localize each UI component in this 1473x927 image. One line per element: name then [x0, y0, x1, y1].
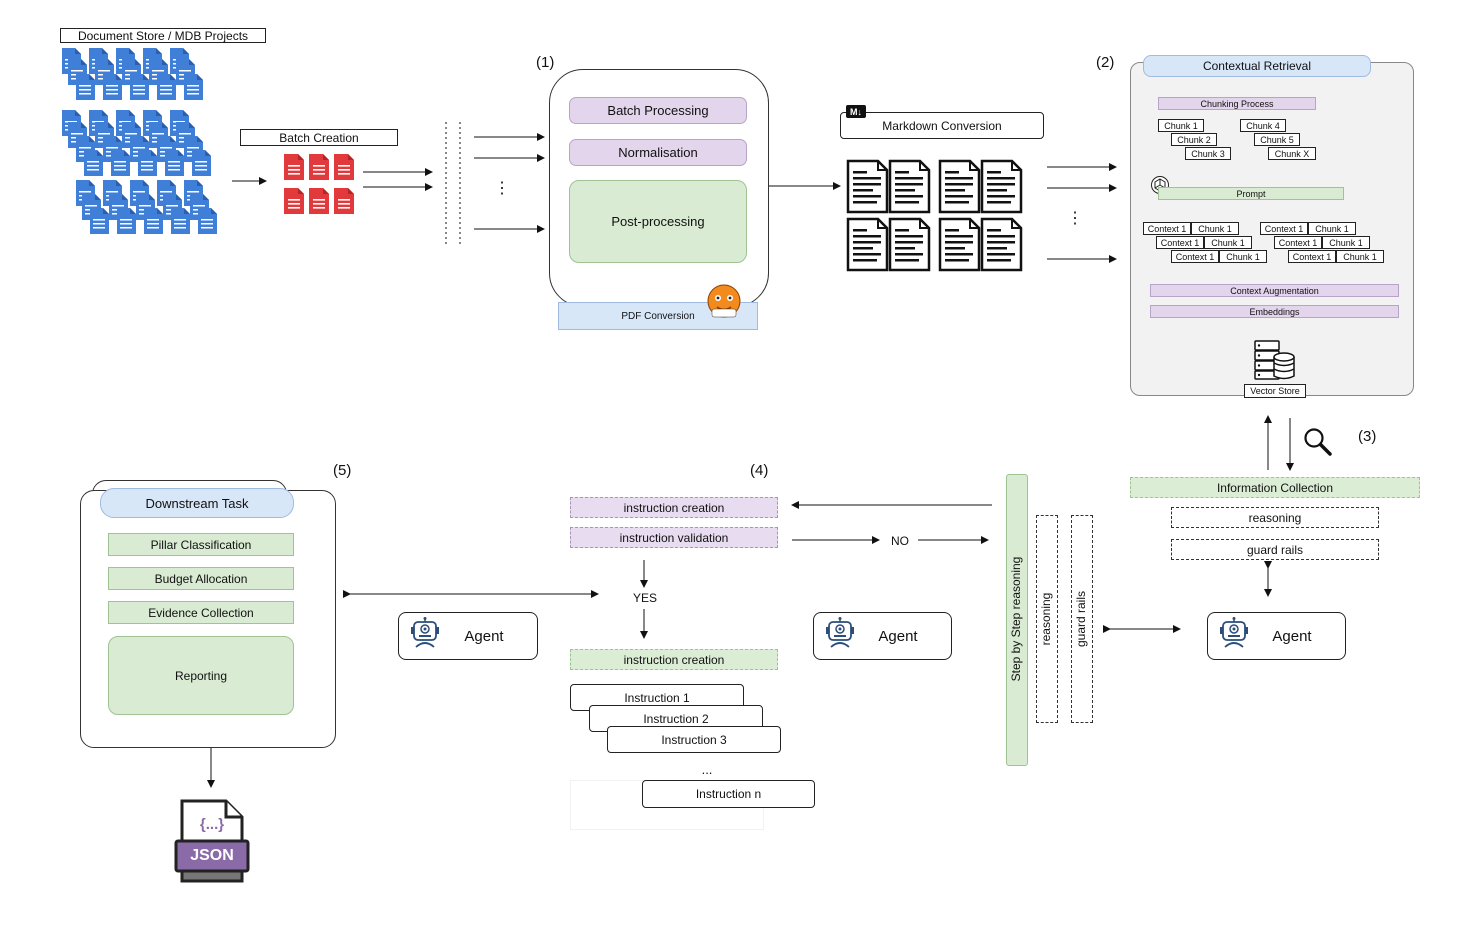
instruction-ellipsis: ...	[701, 761, 713, 777]
instruction-creation-2-box: instruction creation	[570, 649, 778, 670]
step2-number: (2)	[1096, 54, 1115, 71]
instruction-creation-box: instruction creation	[570, 497, 778, 518]
step1-number: (1)	[536, 54, 555, 71]
context-box: Context 1	[1260, 222, 1308, 235]
step-by-step-reasoning-label: Step by Step reasoning	[1009, 556, 1023, 682]
prompt-box: Prompt	[1158, 187, 1344, 200]
chunk-box: Chunk 1	[1158, 119, 1204, 132]
reasoning-vertical-box	[1036, 515, 1058, 723]
json-file-icon: {...} JSON	[174, 797, 250, 887]
instruction-card-n: Instruction n	[642, 780, 815, 808]
context-chunk-box: Chunk 1	[1191, 222, 1239, 235]
chunk-box: Chunk 4	[1240, 119, 1286, 132]
context-chunk-box: Chunk 1	[1204, 236, 1252, 249]
contextual-retrieval-title: Contextual Retrieval	[1143, 55, 1371, 77]
budget-allocation-box: Budget Allocation	[108, 567, 294, 590]
context-box: Context 1	[1274, 236, 1322, 249]
agent-label: Agent	[1272, 627, 1312, 645]
chunking-process-box: Chunking Process	[1158, 97, 1316, 110]
agent-label: Agent	[878, 627, 918, 645]
guard-rails-vertical-box	[1071, 515, 1093, 723]
context-box: Context 1	[1143, 222, 1191, 235]
no-label: NO	[891, 534, 909, 548]
step3-number: (3)	[1358, 428, 1377, 445]
document-store-title: Document Store / MDB Projects	[60, 28, 266, 43]
json-label: JSON	[190, 847, 234, 864]
context-box: Context 1	[1288, 250, 1336, 263]
information-collection-box: Information Collection	[1130, 477, 1420, 498]
context-chunk-box: Chunk 1	[1336, 250, 1384, 263]
markdown-conversion-title: Markdown Conversion	[840, 112, 1044, 139]
context-chunk-box: Chunk 1	[1308, 222, 1356, 235]
vector-store-icon	[1254, 340, 1295, 380]
context-augmentation-box: Context Augmentation	[1150, 284, 1399, 297]
vector-store-label: Vector Store	[1244, 384, 1306, 398]
chunk-box: Chunk X	[1268, 147, 1316, 160]
markdown-badge-icon: M↓	[846, 105, 866, 118]
robot-icon	[410, 617, 440, 648]
yes-label: YES	[632, 591, 657, 605]
step-by-step-reasoning-box	[1006, 474, 1028, 766]
chunk-box: Chunk 3	[1185, 147, 1231, 160]
downstream-task-title: Downstream Task	[100, 488, 294, 518]
context-box: Context 1	[1156, 236, 1204, 249]
instruction-card: Instruction 3	[607, 726, 781, 753]
batch-documents-icon	[284, 154, 354, 214]
reasoning-box: reasoning	[1171, 507, 1379, 528]
markdown-documents-icon	[846, 159, 1023, 272]
context-chunk-box: Chunk 1	[1219, 250, 1267, 263]
chunk-box: Chunk 5	[1254, 133, 1300, 146]
batch-creation-title: Batch Creation	[240, 129, 398, 146]
json-file-shape	[174, 799, 250, 883]
robot-icon	[1219, 617, 1249, 648]
source-documents-icon	[62, 48, 217, 234]
context-chunk-box: Chunk 1	[1322, 236, 1370, 249]
markdown-ellipsis: ⋮	[1067, 210, 1083, 227]
context-box: Context 1	[1171, 250, 1219, 263]
post-processing-box: Post-processing	[569, 180, 747, 263]
embeddings-box: Embeddings	[1150, 305, 1399, 318]
chunk-box: Chunk 2	[1171, 133, 1217, 146]
pillar-classification-box: Pillar Classification	[108, 533, 294, 556]
step4-number: (4)	[750, 462, 769, 479]
normalisation-box: Normalisation	[569, 139, 747, 166]
robot-icon	[825, 617, 855, 648]
reporting-box: Reporting	[108, 636, 294, 715]
batch-ellipsis: ⋮	[494, 180, 510, 197]
search-icon	[1304, 428, 1332, 456]
batch-processing-box: Batch Processing	[569, 97, 747, 124]
guard-rails-box: guard rails	[1171, 539, 1379, 560]
agent-label: Agent	[464, 627, 504, 645]
step5-number: (5)	[333, 462, 352, 479]
reasoning-vertical-label: reasoning	[1039, 592, 1053, 646]
mascot-icon	[707, 284, 741, 318]
guard-rails-vertical-label: guard rails	[1074, 590, 1088, 648]
instruction-validation-box: instruction validation	[570, 527, 778, 548]
evidence-collection-box: Evidence Collection	[108, 601, 294, 624]
json-braces: {...}	[199, 815, 225, 833]
